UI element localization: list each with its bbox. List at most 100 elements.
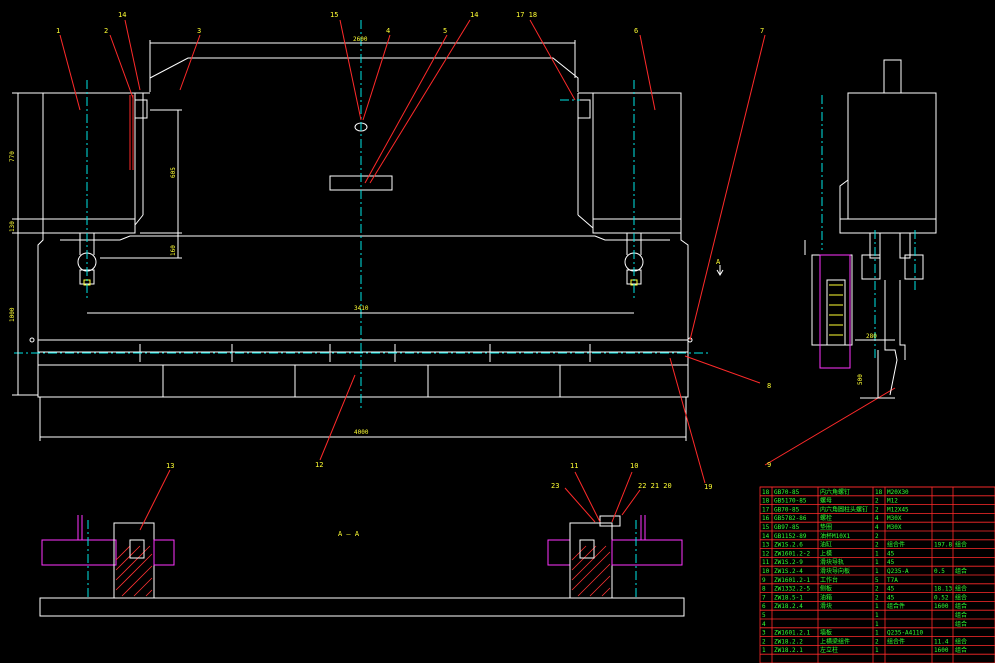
parts-list-cell: 组合	[955, 567, 967, 575]
parts-list-cell: 组合	[955, 611, 967, 619]
dimension-lines	[12, 40, 687, 441]
parts-list-cell: 11.4	[934, 638, 949, 645]
parts-list-cell: 45	[887, 586, 895, 593]
parts-list-cell: 侧板	[820, 585, 832, 593]
parts-list-cell: T7A	[887, 577, 898, 584]
parts-list-cell: 滑块	[820, 602, 832, 610]
part-label-19: 19	[704, 483, 712, 491]
parts-list-cell: 组合件	[887, 541, 905, 549]
front-view	[14, 20, 710, 410]
parts-list-cell: 2	[875, 533, 879, 540]
parts-list-cell: 5	[762, 612, 766, 619]
parts-list-cell: 1	[875, 559, 879, 566]
parts-list-cell: 13	[762, 542, 770, 549]
part-label-17-18: 17 18	[516, 11, 537, 19]
part-label-11: 11	[570, 462, 578, 470]
worktable	[37, 364, 689, 398]
parts-list-cell: 组合	[955, 541, 967, 549]
parts-list-cell: 组合件	[887, 602, 905, 610]
parts-list-cell: 2	[875, 542, 879, 549]
parts-list-cell: 1	[875, 647, 879, 654]
parts-list-cell: 18	[875, 489, 883, 496]
parts-list-cell: 4	[875, 515, 879, 522]
parts-list-cell: ZW1601.2.1	[774, 630, 811, 637]
parts-list-cell: 2	[875, 638, 879, 645]
side-upper-die	[884, 280, 898, 396]
side-view	[804, 59, 937, 399]
parts-list-cell: Q235-A4110	[887, 630, 924, 637]
parts-list-cell: ZW1601.2-2	[774, 550, 811, 557]
right-cylinder-block	[592, 92, 682, 220]
parts-list-cell: 5	[875, 577, 879, 584]
parts-list-cell: 0.52	[934, 594, 949, 601]
parts-list-cell: 工作台	[820, 576, 838, 584]
parts-list-cell: 16	[762, 515, 770, 522]
parts-list-cell: ZW1601.2-1	[774, 577, 811, 584]
parts-list-cell: 2	[875, 586, 879, 593]
part-label-2: 2	[104, 27, 108, 35]
parts-list-cell: 油箱	[820, 593, 832, 601]
parts-list-cell: 6	[762, 603, 766, 610]
parts-list-cell: M12	[887, 498, 898, 505]
parts-list-cell: 197.8	[934, 542, 952, 549]
left-cylinder-base	[42, 218, 136, 234]
parts-list-cell: GB70-85	[774, 506, 800, 513]
parts-list-cell: 组合	[955, 637, 967, 645]
dim-160: 160	[170, 245, 177, 256]
parts-list-cell: Q235-A	[887, 568, 909, 575]
dim-1000: 1000	[9, 307, 16, 322]
part-label-14: 14	[118, 11, 126, 19]
parts-list-cell: 15	[762, 524, 770, 531]
parts-list-cell: 1600	[934, 603, 949, 610]
parts-list-cell: 油缸	[820, 541, 832, 549]
right-cylinder-base	[592, 218, 682, 234]
section-title-a-a: A — A	[338, 530, 360, 538]
parts-list-cell: 螺栓	[820, 514, 832, 522]
parts-list-cell: ZW1S.2-4	[774, 568, 803, 575]
part-label-3: 3	[197, 27, 201, 35]
parts-list-cell: 油杯M10X1	[820, 532, 850, 540]
part-label-13: 13	[166, 462, 174, 470]
parts-list-cell: 组合件	[887, 637, 905, 645]
side-cylinder-block	[847, 92, 937, 220]
parts-list-cell: 墙板	[820, 629, 832, 637]
frame-left-side	[37, 233, 44, 340]
parts-list-cell: 9	[762, 577, 766, 584]
parts-list-cell: 2	[762, 638, 766, 645]
parts-list-cell: 18	[762, 489, 770, 496]
parts-list-cell: M30X	[887, 515, 902, 522]
part-label-6: 6	[634, 27, 638, 35]
parts-list-cell: 左立柱	[820, 646, 838, 654]
parts-list-cell: M20X30	[887, 489, 909, 496]
parts-list-cell: 12	[762, 550, 770, 557]
leader-lines	[59, 19, 896, 484]
part-label-8: 8	[767, 382, 771, 390]
frame-right-side	[680, 233, 689, 340]
dim-4000: 4000	[354, 429, 369, 436]
parts-list-cell: 3	[762, 630, 766, 637]
parts-list-cell: 1	[875, 603, 879, 610]
parts-list-cell: 45	[887, 559, 895, 566]
parts-list-cell: 45	[887, 594, 895, 601]
dim-500: 500	[857, 374, 864, 385]
parts-list-cell: 垫圈	[820, 523, 832, 531]
parts-list-cell: 滑块导向板	[820, 567, 850, 575]
part-label-1: 1	[56, 27, 60, 35]
parts-list-cell: 1	[875, 612, 879, 619]
parts-list-cell: 上横梁组件	[820, 637, 850, 645]
parts-list-cell: 17	[762, 506, 770, 513]
parts-list-cell: 11	[762, 559, 770, 566]
part-label-5: 5	[443, 27, 447, 35]
parts-list-cell: 4	[875, 524, 879, 531]
parts-list-cell: 0.5	[934, 568, 945, 575]
parts-list-cell: GB5170-85	[774, 498, 807, 505]
parts-list-cell: 2	[875, 498, 879, 505]
parts-list-cell: GB70-85	[774, 489, 800, 496]
dim-3410: 3410	[354, 305, 369, 312]
part-labels: 1 2 14 3 15 4 5 14 17 18 6 7 8 9 12 19 1…	[56, 11, 771, 491]
section-mark-a: A	[716, 258, 721, 266]
parts-list-cell: 上模	[820, 549, 832, 557]
dim-130: 130	[9, 221, 16, 232]
